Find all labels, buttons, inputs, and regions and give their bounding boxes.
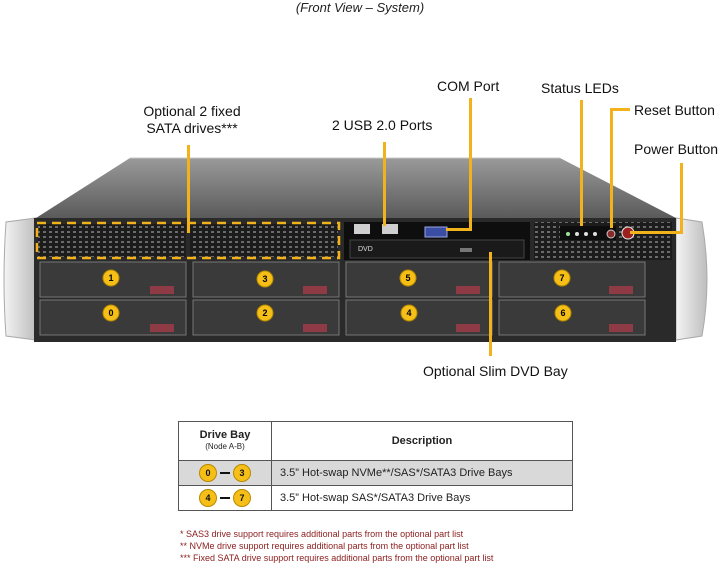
leader-fixed-sata — [187, 145, 190, 233]
range-start-badge: 0 — [199, 464, 217, 482]
bay-2-label: 2 — [262, 308, 267, 318]
usb-ports-callout: 2 USB 2.0 Ports — [332, 117, 433, 133]
chassis-top-cover — [36, 158, 676, 218]
left-rack-handle — [3, 217, 37, 341]
bay-7-label: 7 — [559, 273, 564, 283]
server-chassis: DVD 1 3 5 7 0 2 4 6 — [3, 157, 708, 342]
leader-com-horizontal — [446, 228, 472, 231]
bay-1-label: 1 — [108, 273, 113, 283]
reset-button-callout: Reset Button — [634, 102, 715, 118]
description-header: Description — [271, 421, 573, 461]
bay-5-label: 5 — [405, 273, 410, 283]
range-start-badge: 4 — [199, 489, 217, 507]
drive-bay-header-text: Drive Bay — [199, 429, 251, 441]
fixed-sata-bay-right — [190, 224, 338, 257]
range-end-badge: 3 — [233, 464, 251, 482]
com-port-callout: COM Port — [437, 78, 500, 94]
fixed-sata-bay-left — [38, 224, 186, 257]
fixed-sata-callout-line1: Optional 2 fixed — [143, 103, 241, 119]
description-cell: 3.5” Hot-swap SAS*/SATA3 Drive Bays — [271, 485, 573, 511]
bay-0-label: 0 — [108, 308, 113, 318]
bay-4-label: 4 — [406, 308, 411, 318]
leader-status-leds — [580, 100, 583, 226]
fixed-sata-callout: Optional 2 fixed SATA drives*** — [136, 103, 248, 137]
footnote-sas3: * SAS3 drive support requires additional… — [180, 529, 464, 539]
usb-port-1 — [354, 224, 370, 234]
status-led-panel — [560, 226, 616, 240]
leader-reset-horizontal — [610, 108, 630, 111]
leader-usb — [383, 142, 386, 226]
status-leds-callout: Status LEDs — [541, 80, 619, 96]
power-button-callout: Power Button — [634, 141, 719, 157]
bay-badges: 1 3 5 7 0 2 4 6 — [102, 269, 572, 322]
fixed-sata-callout-line2: SATA drives*** — [146, 120, 238, 136]
leader-reset-vertical — [610, 108, 613, 228]
reset-button-part — [606, 229, 616, 239]
description-cell: 3.5” Hot-swap NVMe**/SAS*/SATA3 Drive Ba… — [271, 460, 573, 486]
leader-com-vertical — [469, 98, 472, 230]
footnote-nvme: ** NVMe drive support requires additiona… — [180, 541, 469, 551]
footnote-fixed-sata: *** Fixed SATA drive support requires ad… — [180, 553, 494, 563]
range-end-badge: 7 — [233, 489, 251, 507]
leader-dvd — [489, 252, 492, 356]
leader-power-horizontal — [630, 231, 683, 234]
right-rack-handle — [675, 217, 708, 341]
dvd-logo-text: DVD — [358, 246, 373, 253]
bay-6-label: 6 — [560, 308, 565, 318]
drive-bay-header-sub: (Node A-B) — [205, 442, 245, 451]
slim-dvd-drive — [349, 239, 525, 259]
drive-bay-header: Drive Bay (Node A-B) — [178, 421, 272, 461]
bay-3-label: 3 — [262, 274, 267, 284]
diagram-caption: (Front View – System) — [295, 0, 425, 15]
table-header-row: Drive Bay (Node A-B) Description — [178, 421, 573, 461]
com-port-connector — [424, 226, 448, 238]
usb-port-2 — [382, 224, 398, 234]
dvd-bay-callout: Optional Slim DVD Bay — [423, 363, 568, 379]
leader-power-vertical — [680, 163, 683, 233]
drive-bays — [39, 261, 646, 336]
